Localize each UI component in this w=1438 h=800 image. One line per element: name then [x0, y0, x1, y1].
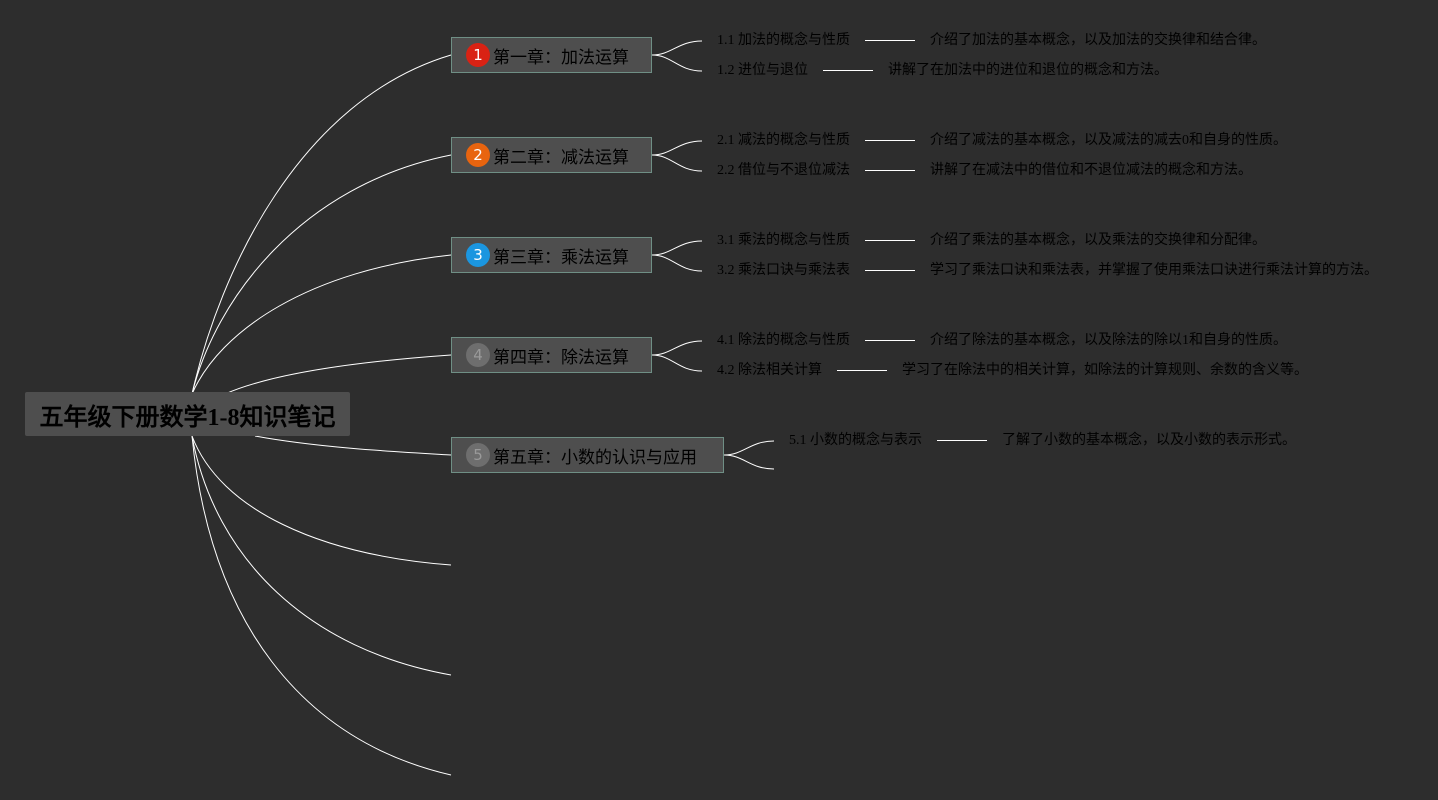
chapter-2-item-1-label[interactable]: 2.1 减法的概念与性质 [717, 133, 850, 148]
connector-ch5-item1 [723, 440, 775, 456]
connector-root-empty-1 [191, 435, 452, 566]
root-topic[interactable]: 五年级下册数学1-8知识笔记 [25, 392, 350, 436]
chapter-5-item-1-note[interactable]: 了解了小数的基本概念，以及小数的表示形式。 [1002, 433, 1296, 448]
chapter-3-item-1-label[interactable]: 3.1 乘法的概念与性质 [717, 233, 850, 248]
connector-root-ch2 [191, 154, 452, 395]
chapter-2-item-1-note[interactable]: 介绍了减法的基本概念，以及减法的减去0和自身的性质。 [930, 133, 1287, 148]
chapter-1-item-1-note[interactable]: 介绍了加法的基本概念，以及加法的交换律和结合律。 [930, 33, 1266, 48]
connector-root-ch4 [224, 354, 452, 395]
connector-ch3-item2 [651, 254, 703, 272]
chapter-2-item-2-line [865, 170, 915, 171]
connector-root-empty-3 [191, 435, 452, 776]
chapter-5-node[interactable]: 5 第五章：小数的认识与应用 [451, 437, 724, 473]
chapter-4-item-2-note[interactable]: 学习了在除法中的相关计算，如除法的计算规则、余数的含义等。 [902, 363, 1308, 378]
chapter-1-item-2-label[interactable]: 1.2 进位与退位 [717, 63, 808, 78]
chapter-1-item-1-line [865, 40, 915, 41]
chapter-3-title: 第三章：乘法运算 [493, 247, 629, 268]
connector-root-ch1 [191, 54, 452, 395]
chapter-5-title: 第五章：小数的认识与应用 [493, 447, 697, 468]
chapter-1-node[interactable]: 1 第一章：加法运算 [451, 37, 652, 73]
chapter-5-item-1-line [937, 440, 987, 441]
connector-root-ch3 [191, 254, 452, 395]
chapter-3-item-2-note[interactable]: 学习了乘法口诀和乘法表，并掌握了使用乘法口诀进行乘法计算的方法。 [930, 263, 1378, 278]
chapter-5-item-1-label[interactable]: 5.1 小数的概念与表示 [789, 433, 922, 448]
chapter-4-item-2-line [837, 370, 887, 371]
chapter-1-item-2-line [823, 70, 873, 71]
chapter-2-title: 第二章：减法运算 [493, 147, 629, 168]
chapter-4-item-1-line [865, 340, 915, 341]
chapter-3-item-2-line [865, 270, 915, 271]
chapter-3-node[interactable]: 3 第三章：乘法运算 [451, 237, 652, 273]
chapter-2-item-2-label[interactable]: 2.2 借位与不退位减法 [717, 163, 850, 178]
chapter-1-item-1-label[interactable]: 1.1 加法的概念与性质 [717, 33, 850, 48]
chapter-4-item-2-label[interactable]: 4.2 除法相关计算 [717, 363, 822, 378]
connector-ch5-empty [723, 454, 775, 470]
chapter-4-item-1-label[interactable]: 4.1 除法的概念与性质 [717, 333, 850, 348]
chapter-3-badge-icon: 3 [466, 243, 490, 267]
chapter-4-title: 第四章：除法运算 [493, 347, 629, 368]
connector-ch2-item1 [651, 140, 703, 156]
connector-ch2-item2 [651, 154, 703, 172]
chapter-3-item-1-line [865, 240, 915, 241]
connector-root-empty-2 [191, 435, 452, 676]
root-title: 五年级下册数学1-8知识笔记 [39, 404, 336, 431]
chapter-4-node[interactable]: 4 第四章：除法运算 [451, 337, 652, 373]
chapter-1-title: 第一章：加法运算 [493, 47, 629, 68]
connector-ch1-item2 [651, 54, 703, 72]
chapter-2-item-2-note[interactable]: 讲解了在减法中的借位和不退位减法的概念和方法。 [930, 163, 1252, 178]
chapter-4-item-1-note[interactable]: 介绍了除法的基本概念，以及除法的除以1和自身的性质。 [930, 333, 1287, 348]
chapter-2-badge-icon: 2 [466, 143, 490, 167]
chapter-3-item-2-label[interactable]: 3.2 乘法口诀与乘法表 [717, 263, 850, 278]
connector-ch4-item1 [651, 340, 703, 356]
connector-ch1-item1 [651, 40, 703, 56]
chapter-5-badge-icon: 5 [466, 443, 490, 467]
chapter-2-item-1-line [865, 140, 915, 141]
chapter-4-badge-icon: 4 [466, 343, 490, 367]
chapter-1-item-2-note[interactable]: 讲解了在加法中的进位和退位的概念和方法。 [888, 63, 1168, 78]
connector-ch3-item1 [651, 240, 703, 256]
connector-root-ch5 [254, 435, 452, 456]
connector-ch4-item2 [651, 354, 703, 372]
chapter-3-item-1-note[interactable]: 介绍了乘法的基本概念，以及乘法的交换律和分配律。 [930, 233, 1266, 248]
chapter-2-node[interactable]: 2 第二章：减法运算 [451, 137, 652, 173]
chapter-1-badge-icon: 1 [466, 43, 490, 67]
